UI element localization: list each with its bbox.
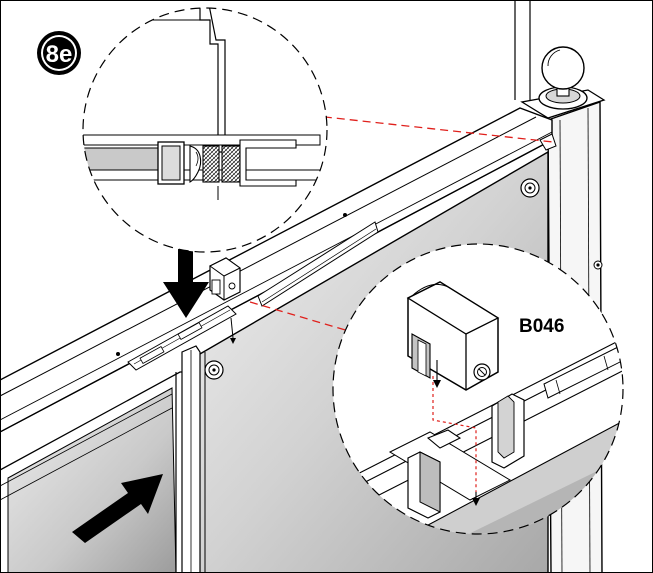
clip-b046-small xyxy=(209,257,241,301)
clip-b046 xyxy=(406,281,500,391)
screw-icon xyxy=(520,178,540,198)
top-rail xyxy=(0,107,557,433)
sliding-glass-door xyxy=(0,370,193,573)
detail-view-clip xyxy=(332,243,624,535)
arrow-down-icon xyxy=(163,238,209,318)
part-code-label: B046 xyxy=(519,316,564,337)
step-number: 8e xyxy=(46,41,73,68)
detail-leader-lines xyxy=(249,113,554,333)
knob-icon xyxy=(520,46,606,119)
arrow-diagonal-icon xyxy=(72,474,163,543)
screw-icon xyxy=(204,360,224,380)
door-profile xyxy=(181,345,201,573)
detail-view-top xyxy=(82,7,328,253)
step-badge: 8e xyxy=(37,31,81,75)
roller-carriage xyxy=(127,305,237,371)
